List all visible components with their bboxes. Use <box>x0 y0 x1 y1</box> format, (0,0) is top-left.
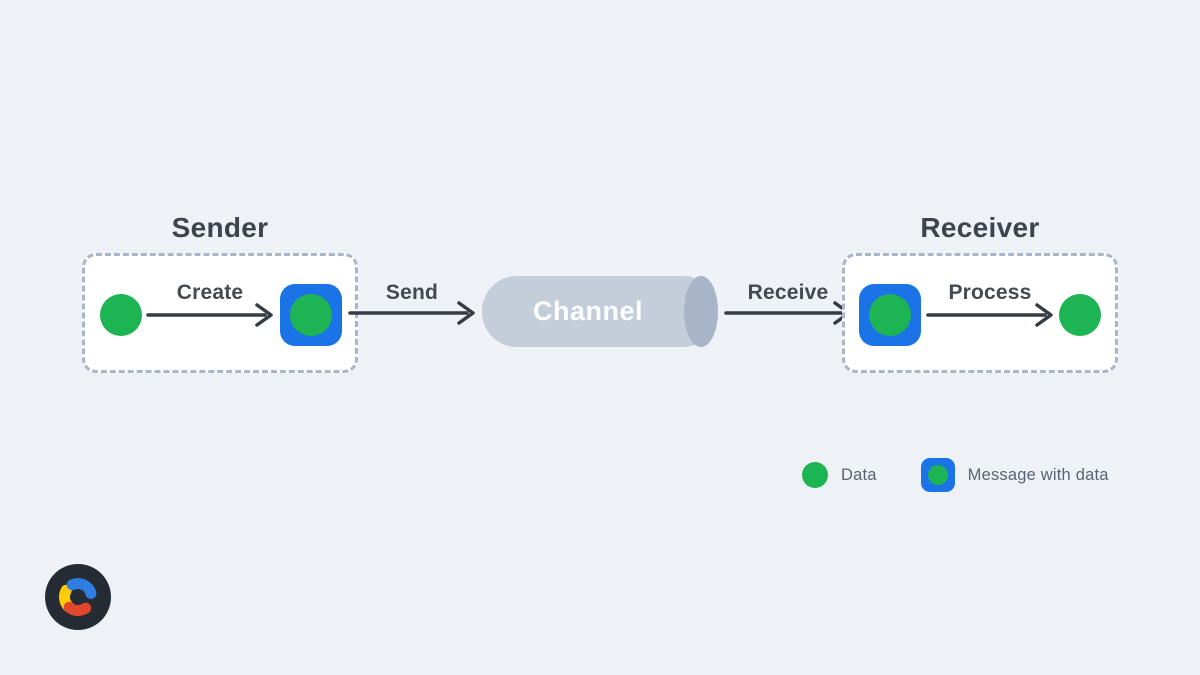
brand-logo-icon <box>45 564 111 630</box>
data-dot-icon <box>869 294 911 336</box>
process-arrow <box>926 303 1053 327</box>
message-with-data-icon <box>920 458 955 492</box>
data-dot-icon <box>100 294 142 336</box>
legend-data-label: Data <box>841 465 877 484</box>
data-dot-icon <box>927 465 948 485</box>
create-arrow <box>146 303 273 327</box>
receiver-title: Receiver <box>920 212 1040 243</box>
data-dot-icon <box>1059 294 1101 336</box>
process-arrow-label: Process <box>948 281 1032 304</box>
channel-label: Channel <box>532 296 643 326</box>
message-with-data-icon <box>280 284 342 346</box>
send-arrow <box>348 301 475 325</box>
legend-message-label: Message with data <box>967 465 1109 484</box>
data-dot-icon <box>802 462 828 488</box>
channel-cap <box>684 276 718 347</box>
receive-arrow <box>724 301 851 325</box>
send-arrow-label: Send <box>385 281 439 304</box>
data-dot-icon <box>290 294 332 336</box>
legend-item-data: Data <box>802 462 877 488</box>
sender-title: Sender <box>171 212 269 243</box>
receive-arrow-label: Receive <box>747 281 829 304</box>
message-with-data-icon <box>859 284 921 346</box>
channel-cylinder: Channel <box>482 276 718 347</box>
create-arrow-label: Create <box>176 281 244 304</box>
legend: Data Message with data <box>802 455 1109 495</box>
legend-item-message: Message with data <box>920 458 1109 492</box>
